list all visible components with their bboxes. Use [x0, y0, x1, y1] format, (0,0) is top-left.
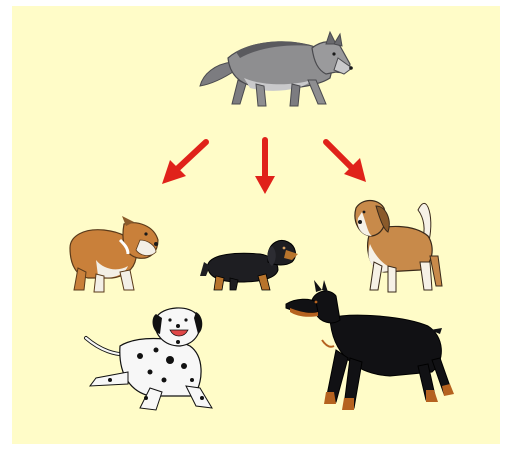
- dachshund-icon: [200, 241, 298, 291]
- doberman-icon: [286, 280, 454, 410]
- arrow-center: [255, 140, 275, 194]
- beagle-icon: [355, 201, 442, 293]
- bulldog-icon: [70, 216, 158, 292]
- dalmatian-icon: [86, 308, 212, 410]
- arrow-right: [326, 142, 366, 182]
- wolf-icon: [200, 32, 353, 106]
- arrow-left: [162, 142, 206, 184]
